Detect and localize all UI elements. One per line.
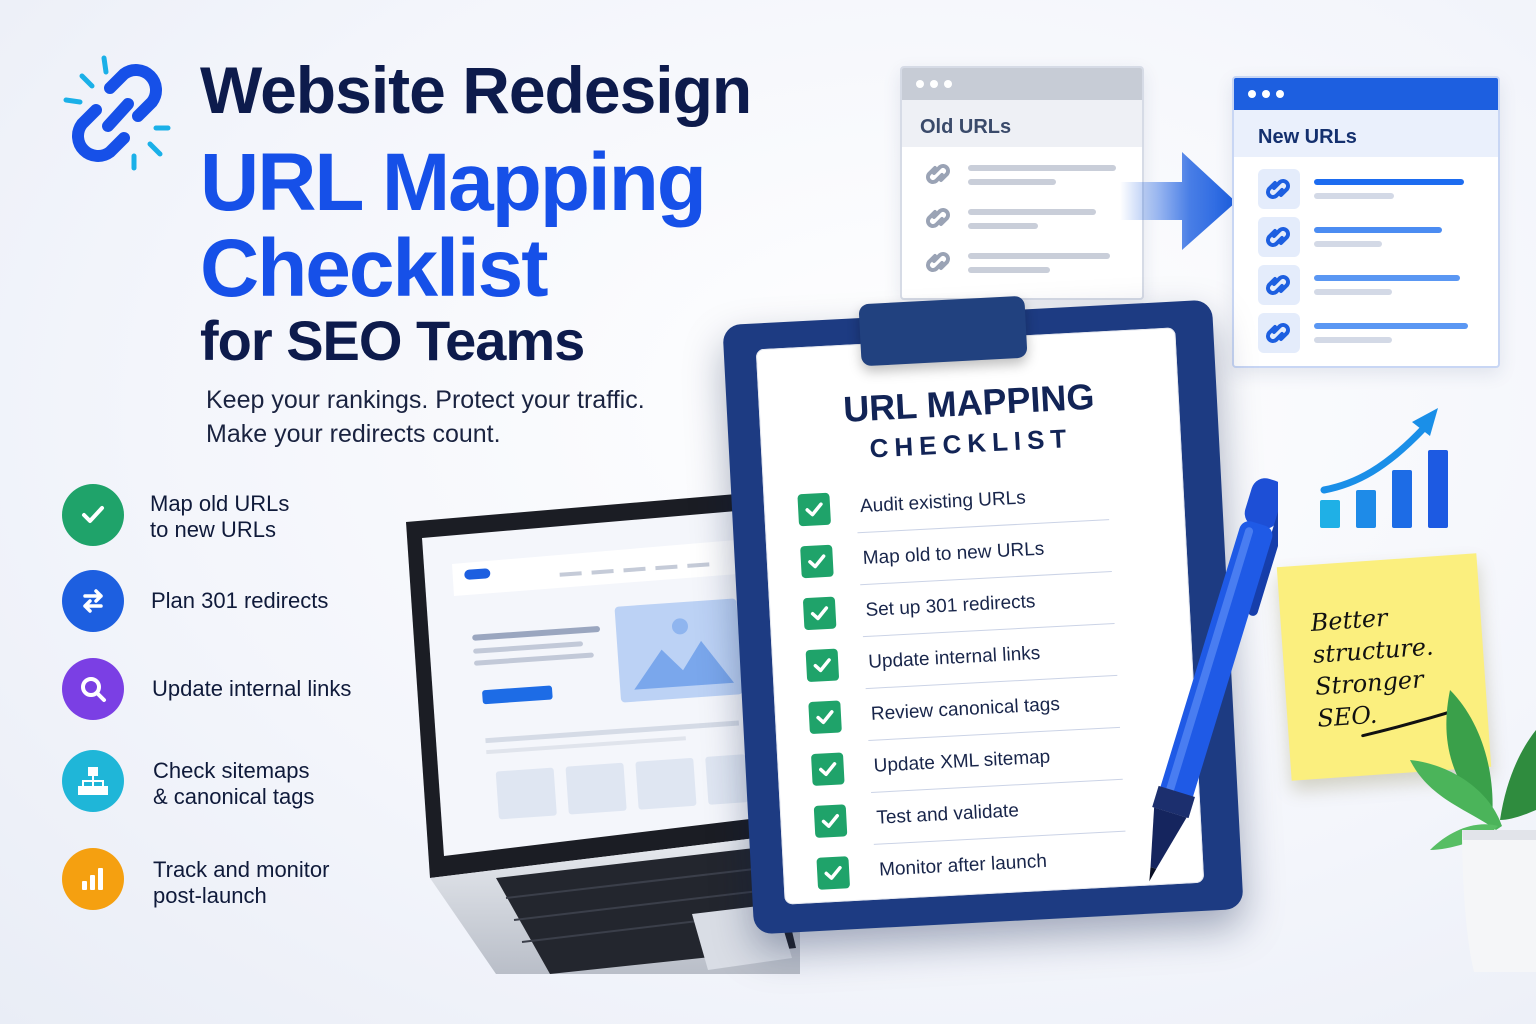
checkbox-checked-icon[interactable] [797, 492, 832, 527]
window-dot-icon [916, 80, 924, 88]
swap-arrows-icon [62, 570, 124, 632]
checkbox-checked-icon[interactable] [802, 596, 837, 631]
link-icon [1266, 323, 1290, 343]
feature-text: Update internal links [152, 676, 352, 701]
pen-illustration [1149, 478, 1278, 882]
title-line-3: Checklist [200, 223, 549, 314]
tagline-line-2: Make your redirects count. [206, 420, 501, 448]
new-urls-window: New URLs [1232, 76, 1500, 368]
plant-illustration [1410, 690, 1536, 972]
sticky-note-line-3: Stronger [1314, 665, 1425, 701]
checkbox-checked-icon[interactable] [810, 752, 845, 786]
checkbox-checked-icon[interactable] [813, 804, 848, 838]
window-dot-icon [1276, 90, 1284, 98]
feature-item-update-links: Update internal links [62, 658, 382, 722]
checklist-paper: URL MAPPING CHECKLIST Audit existing URL… [755, 327, 1205, 905]
old-url-rows [926, 164, 1116, 273]
laptop-illustration [406, 492, 800, 974]
growth-chart-icon [1320, 408, 1448, 528]
checklist-item[interactable]: Update internal links [805, 624, 1127, 691]
clipboard-clip [858, 295, 1028, 367]
checklist-item[interactable]: Monitor after launch [816, 832, 1138, 899]
old-urls-title: Old URLs [902, 100, 1142, 147]
new-url-rows [1258, 169, 1468, 353]
link-logo-icon [63, 55, 171, 171]
title-line-4: for SEO Teams [200, 309, 585, 372]
link-icon [926, 164, 950, 184]
checkmark-icon [62, 484, 124, 546]
checklist-item[interactable]: Review canonical tags [808, 676, 1130, 743]
checklist-item-label: Audit existing URLs [859, 487, 1027, 518]
checkbox-checked-icon[interactable] [808, 700, 842, 735]
checklist-item-label: Update XML sitemap [873, 746, 1051, 777]
feature-text: Check sitemaps& canonical tags [153, 758, 315, 809]
checklist-item[interactable]: Test and validate [813, 780, 1135, 847]
bar-chart-icon [62, 848, 124, 910]
checklist-item[interactable]: Map old to new URLs [800, 521, 1122, 588]
title-line-1: Website Redesign [200, 53, 752, 127]
checklist-item[interactable]: Update XML sitemap [810, 728, 1133, 795]
checklist-item-label: Review canonical tags [870, 693, 1061, 725]
new-urls-title: New URLs [1234, 110, 1498, 157]
checkbox-checked-icon[interactable] [816, 856, 851, 890]
feature-item-check-sitemaps: Check sitemaps& canonical tags [62, 750, 382, 814]
window-dot-icon [930, 80, 938, 88]
checkbox-checked-icon[interactable] [805, 648, 840, 683]
feature-item-plan-redirects: Plan 301 redirects [62, 570, 382, 634]
checklist-item-label: Map old to new URLs [862, 538, 1045, 570]
link-icon [926, 252, 950, 272]
link-icon [1266, 275, 1290, 295]
checklist-item-label: Update internal links [867, 642, 1041, 673]
window-titlebar [902, 68, 1142, 100]
title-line-2: URL Mapping [200, 137, 707, 228]
checklist-item-label: Set up 301 redirects [865, 591, 1036, 621]
window-dot-icon [1248, 90, 1256, 98]
checklist-item-label: Monitor after launch [878, 850, 1048, 881]
link-icon [1266, 227, 1290, 247]
link-icon [1266, 179, 1290, 199]
sticky-note-line-1: Better [1309, 603, 1389, 637]
window-dot-icon [944, 80, 952, 88]
sticky-note-line-2: structure. [1312, 632, 1435, 669]
tagline-line-1: Keep your rankings. Protect your traffic… [206, 386, 645, 414]
feature-text: Plan 301 redirects [151, 588, 329, 613]
link-icon [926, 208, 950, 228]
window-titlebar [1234, 78, 1498, 110]
checklist-item[interactable]: Audit existing URLs [797, 469, 1119, 536]
old-urls-window: Old URLs [900, 66, 1144, 300]
window-dot-icon [1262, 90, 1270, 98]
arrow-right-icon [1120, 152, 1236, 250]
checklist-item[interactable]: Set up 301 redirects [802, 573, 1124, 640]
checklist-item-label: Test and validate [875, 800, 1020, 829]
checkbox-checked-icon[interactable] [800, 544, 834, 579]
magnifier-icon [62, 658, 124, 720]
sitemap-icon [62, 750, 124, 812]
